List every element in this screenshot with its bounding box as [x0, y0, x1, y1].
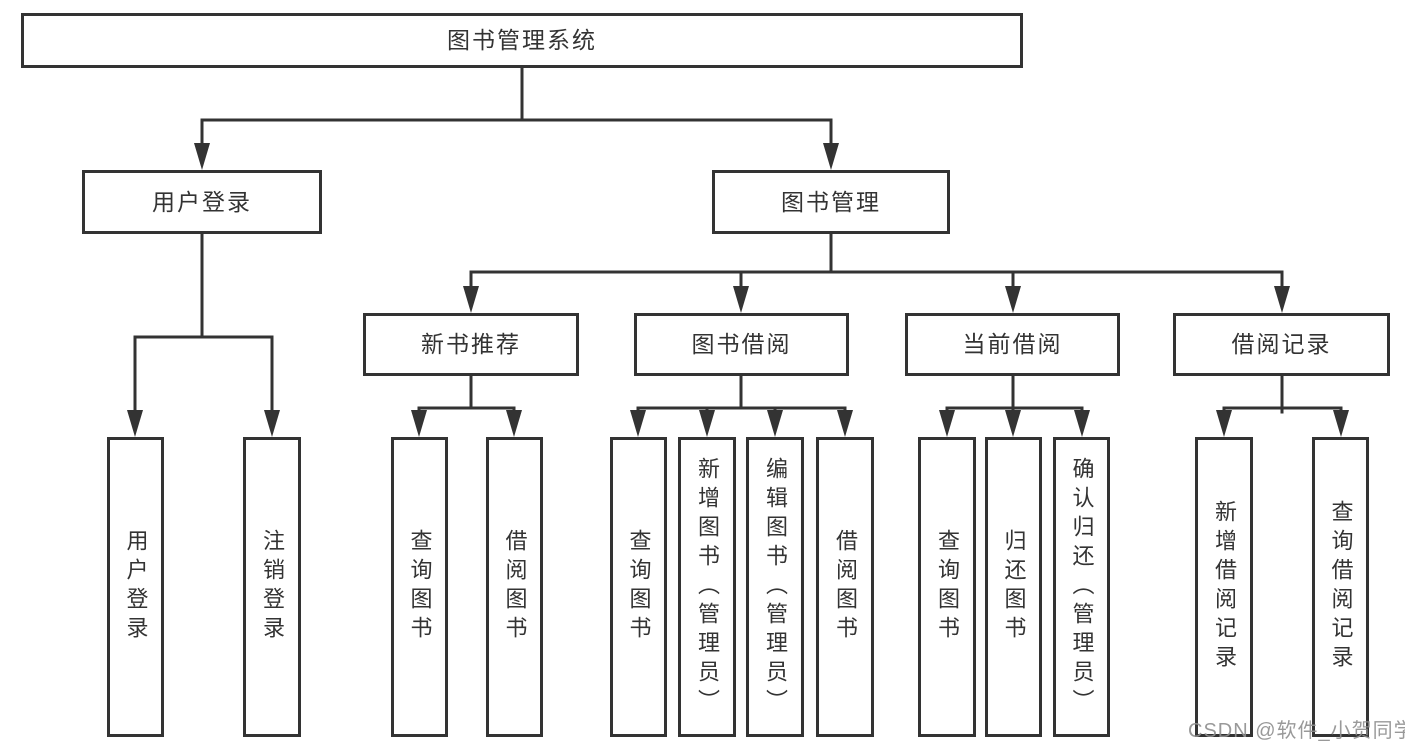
- leaf-user-login: 用户登录: [107, 437, 164, 737]
- leaf-edit-book-admin-label: 编辑图书（管理员）: [763, 456, 788, 718]
- leaf-query-books-borrow-label: 查询图书: [626, 529, 652, 645]
- leaf-logout-label: 注销登录: [260, 529, 285, 645]
- leaf-user-login-label: 用户登录: [123, 529, 149, 645]
- leaf-edit-book-admin: 编辑图书（管理员）: [746, 437, 804, 737]
- leaf-return-book: 归还图书: [985, 437, 1042, 737]
- leaf-borrow-books-recommend-label: 借阅图书: [502, 529, 528, 645]
- leaf-query-books-current: 查询图书: [918, 437, 976, 737]
- leaf-query-books-borrow: 查询图书: [610, 437, 667, 737]
- node-book-borrow: 图书借阅: [634, 313, 849, 376]
- leaf-query-books-recommend: 查询图书: [391, 437, 448, 737]
- leaf-return-book-label: 归还图书: [1001, 529, 1027, 645]
- leaf-confirm-return-admin: 确认归还（管理员）: [1053, 437, 1110, 737]
- leaf-add-book-admin-label: 新增图书（管理员）: [695, 456, 720, 718]
- leaf-confirm-return-admin-label: 确认归还（管理员）: [1069, 456, 1095, 718]
- leaf-add-borrow-record-label: 新增借阅记录: [1212, 500, 1237, 674]
- leaf-borrow-books-borrow-label: 借阅图书: [833, 529, 858, 645]
- node-root: 图书管理系统: [21, 13, 1023, 68]
- leaf-add-book-admin: 新增图书（管理员）: [678, 437, 736, 737]
- leaf-query-borrow-record: 查询借阅记录: [1312, 437, 1369, 737]
- node-new-book-recommend: 新书推荐: [363, 313, 579, 376]
- leaf-borrow-books-recommend: 借阅图书: [486, 437, 543, 737]
- watermark: CSDN @软件_小贺同学: [1188, 720, 1405, 742]
- node-current-borrow: 当前借阅: [905, 313, 1120, 376]
- leaf-query-books-recommend-label: 查询图书: [407, 529, 433, 645]
- leaf-add-borrow-record: 新增借阅记录: [1195, 437, 1253, 737]
- node-borrow-records: 借阅记录: [1173, 313, 1390, 376]
- leaf-query-books-current-label: 查询图书: [935, 529, 960, 645]
- leaf-logout: 注销登录: [243, 437, 301, 737]
- leaf-query-borrow-record-label: 查询借阅记录: [1328, 500, 1354, 674]
- node-user-login: 用户登录: [82, 170, 322, 234]
- node-book-management: 图书管理: [712, 170, 950, 234]
- leaf-borrow-books-borrow: 借阅图书: [816, 437, 874, 737]
